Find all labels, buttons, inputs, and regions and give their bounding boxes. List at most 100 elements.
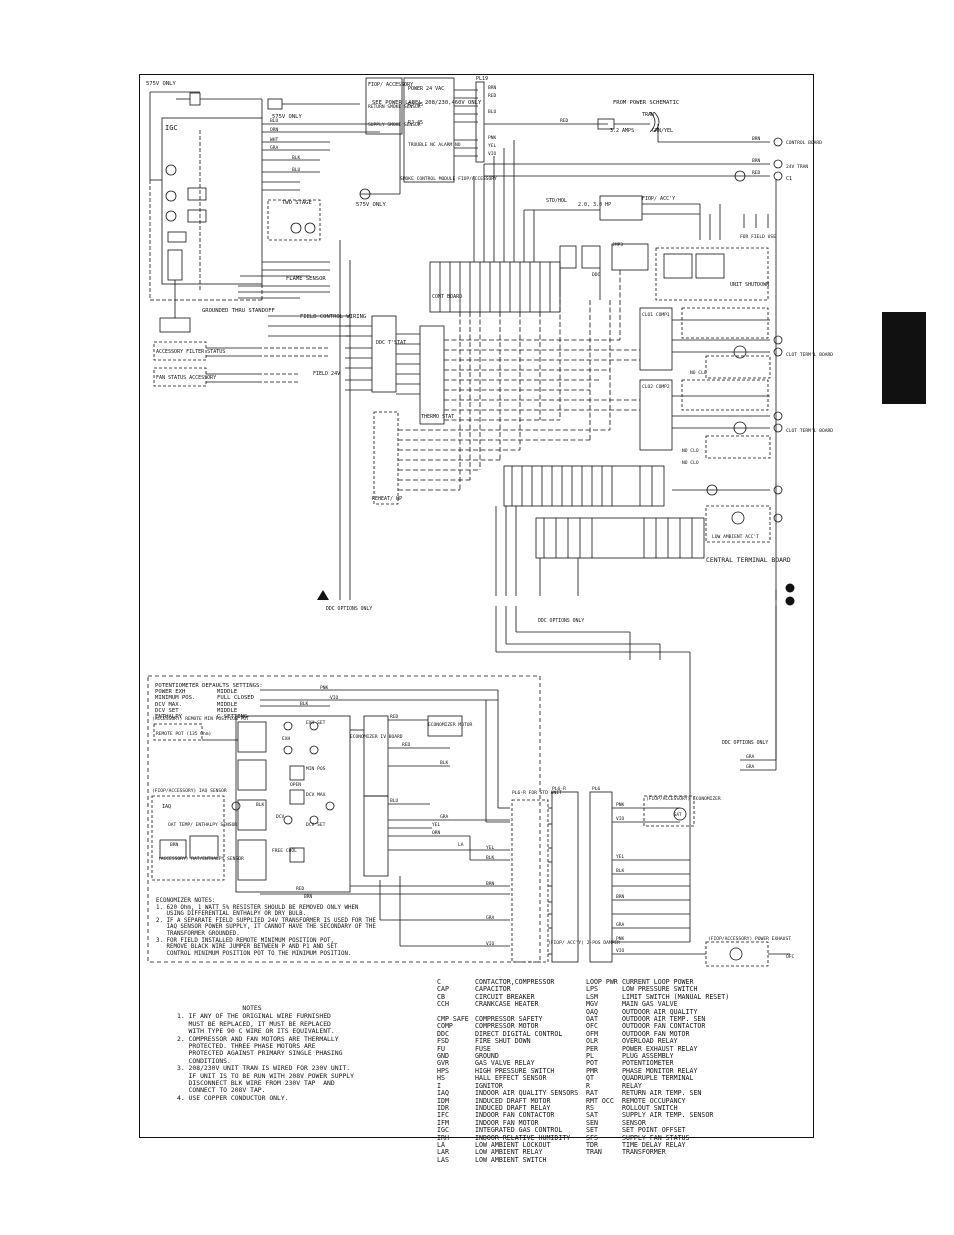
legend-desc: LOW AMBIENT SWITCH (475, 1155, 547, 1164)
label-two-stage: TWO STAGE (282, 200, 312, 206)
note-line: 4. USE COPPER CONDUCTOR ONLY. (177, 1093, 289, 1102)
legend-desc: MAIN GAS VALVE (622, 1000, 678, 1009)
economizer-notes-title: ECONOMIZER NOTES: (156, 898, 216, 904)
wire-label: GRA (746, 754, 755, 760)
label-no-clo-2: NO CLO (682, 448, 699, 454)
legend-desc: SUPPLY AIR TEMP. SENSOR (622, 1111, 714, 1120)
unit-shutdown-box (655, 247, 769, 301)
pot-title: POTENTIOMETER DEFAULTS SETTINGS: (155, 683, 263, 689)
wire-label: BRN (488, 85, 497, 91)
legend-abbr: R (586, 1081, 590, 1090)
legend-desc: INDUCED DRAFT RELAY (475, 1103, 551, 1112)
legend-desc: OUTDOOR AIR QUALITY (622, 1007, 698, 1016)
legend-desc: OUTDOOR AIR TEMP. SEN (622, 1015, 706, 1024)
wire-label: GRA (486, 915, 495, 921)
reheat-hp-block (373, 411, 399, 505)
legend-desc: INTEGRATED GAS CONTROL (475, 1126, 563, 1135)
label-575v-top: 575V ONLY (146, 81, 176, 87)
wire-label: BRN (616, 894, 625, 900)
label-exh-set: EXH SET (306, 720, 326, 726)
wire-label: RED (390, 714, 399, 720)
economizer-iv-board (235, 715, 351, 893)
fiop-accy-relay (599, 195, 643, 221)
note-line: PROTECTED. THREE PHASE MOTORS ARE (177, 1042, 316, 1051)
label-tran: TRAN (642, 112, 654, 118)
general-notes: NOTES 1. IF ANY OF THE ORIGINAL WIRE FUR… (177, 1004, 377, 1102)
legend-abbr: OLR (586, 1037, 598, 1046)
label-grn-yel: GRN/YEL (652, 128, 673, 134)
legend-abbr: HPS (437, 1066, 449, 1075)
legend-desc: INDOOR AIR QUALITY SENSORS (475, 1089, 579, 1098)
legend-abbr: GND (437, 1052, 449, 1061)
wire-label: BRN (752, 158, 761, 164)
label-oat-enthalpy: OAT TEMP/ ENTHALPY SENSOR (168, 822, 237, 828)
label-economizer-board: ECONOMIZER IV BOARD (350, 734, 403, 740)
label-acc-remote-pot: (ACCESSORY) REMOTE MIN POSITION POT (152, 716, 249, 722)
pot-key: DCV MAX. (155, 701, 182, 708)
legend-desc: RETURN AIR TEMP. SEN (622, 1089, 702, 1098)
control-board (429, 261, 561, 313)
wire-label: BLK (486, 855, 495, 861)
two-stage-box (267, 199, 321, 241)
note-line: MUST BE REPLACED, IT MUST BE REPLACED (177, 1019, 331, 1028)
label-return-smoke: RETURN SMOKE SENSOR (368, 104, 421, 110)
pot-key: POWER EXH (155, 689, 186, 696)
pot-value: FULL CLOSED (217, 695, 255, 702)
wire-label: ORN (270, 127, 279, 133)
label-ddc-tstat: DDC T'STAT (376, 340, 406, 346)
legend-desc: OUTDOOR FAN MOTOR (622, 1029, 690, 1038)
wire-label: VIO (330, 695, 339, 701)
pl6-r (551, 791, 579, 963)
fan-status-accessory (153, 367, 207, 387)
legend-abbr: OAT (586, 1015, 598, 1024)
legend-desc: INDOOR FAN MOTOR (475, 1118, 539, 1127)
legend-desc: INDOOR RELATIVE HUMIDITY (475, 1133, 571, 1142)
wire-label: VIO (616, 948, 625, 954)
wire-label: RED (488, 93, 497, 99)
legend-abbr: PER (586, 1044, 598, 1053)
label-no-clo-3: NO CLO (682, 460, 699, 466)
economizer-note-line: 1. 620 Ohm, 1 WATT 5% RESISTER SHOULD BE… (156, 904, 359, 911)
label-filter-status: ACCESSORY FILTER STATUS (156, 349, 225, 355)
label-field-control: FIELD CONTROL WIRING (300, 314, 366, 320)
label-rj45-b: RJ-45 (408, 120, 423, 126)
label-cb-rating: 3.2 AMPS (610, 128, 634, 134)
label-flame-sensor: FLAME SENSOR (286, 276, 326, 282)
legend-desc: ROLLOUT SWITCH (622, 1103, 678, 1112)
legend-abbr: IFC (437, 1111, 449, 1120)
label-575v-mid: 575V ONLY (356, 202, 386, 208)
wire-label: VIO (488, 151, 497, 157)
label-exh: EXH (282, 736, 291, 742)
wire-label: BLK (616, 868, 625, 874)
legend-abbr: LPS (586, 985, 598, 994)
economizer-note-line: REMOVE BLACK WIRE JUMPER BETWEEN P AND P… (156, 944, 338, 951)
legend-abbr: SFS (586, 1133, 598, 1142)
label-ddc-options-left: DDC OPTIONS ONLY (326, 606, 372, 612)
wire-label: RED (752, 170, 761, 176)
wire-label: VIO (616, 816, 625, 822)
label-dcv-max: DCV MAX (306, 792, 326, 798)
legend-desc (622, 1157, 737, 1164)
connector-triangle (317, 590, 329, 600)
ms-block (159, 317, 191, 333)
section-tab (882, 312, 926, 404)
wire-label: GRA (270, 145, 279, 151)
potentiometer-defaults: POTENTIOMETER DEFAULTS SETTINGS: POWER E… (155, 683, 315, 720)
label-no-clo-1: NO CLO (690, 370, 707, 376)
legend-desc: CAPACITOR (475, 985, 511, 994)
wire-label: YEL (616, 854, 625, 860)
fiop-economizer (643, 795, 695, 827)
legend-abbr: IDM (437, 1096, 449, 1105)
legend-desc: CONTACTOR,COMPRESSOR (475, 978, 555, 986)
wire-label: RED (296, 886, 305, 892)
legend-abbr: SEN (586, 1118, 598, 1127)
economizer-section (147, 675, 541, 963)
